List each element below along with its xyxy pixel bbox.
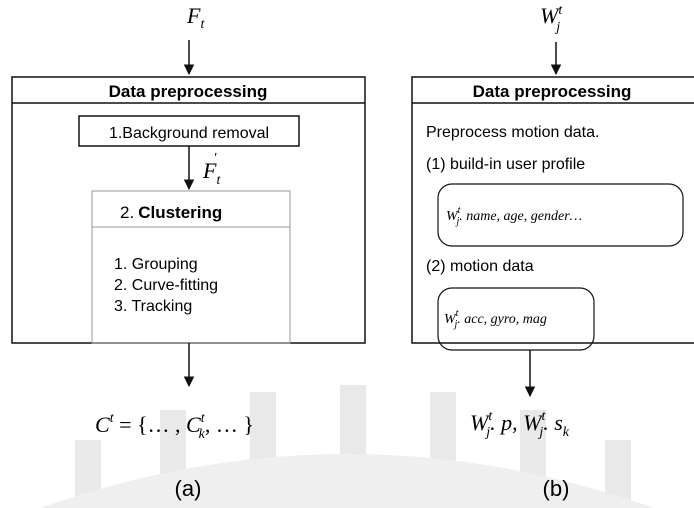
input-label-a: Ft (186, 3, 205, 32)
item1-b: (1) build-in user profile (426, 156, 585, 173)
motion-data-box (437, 287, 595, 351)
clustering-item-2: 2. Curve-fitting (114, 277, 218, 294)
clustering-item-3: 3. Tracking (114, 298, 192, 315)
clustering-box (91, 190, 291, 344)
panel-a: Ft Data preprocessing 1.Background remov… (11, 3, 366, 501)
background-removal-label: 1.Background removal (109, 125, 269, 142)
header-a: Data preprocessing (109, 82, 268, 101)
user-profile-box (437, 183, 684, 247)
preprocessing-box-b (411, 76, 694, 344)
clustering-title: 2.Clustering (120, 203, 222, 222)
watermark-gear (40, 385, 654, 508)
intermediate-label-a: Ft′ (202, 151, 221, 188)
caption-b: (b) (543, 476, 570, 501)
header-b: Data preprocessing (473, 82, 632, 101)
item2-b: (2) motion data (426, 258, 534, 275)
clustering-item-1: 1. Grouping (114, 256, 198, 273)
intro-b: Preprocess motion data. (426, 124, 599, 141)
caption-a: (a) (175, 476, 202, 501)
